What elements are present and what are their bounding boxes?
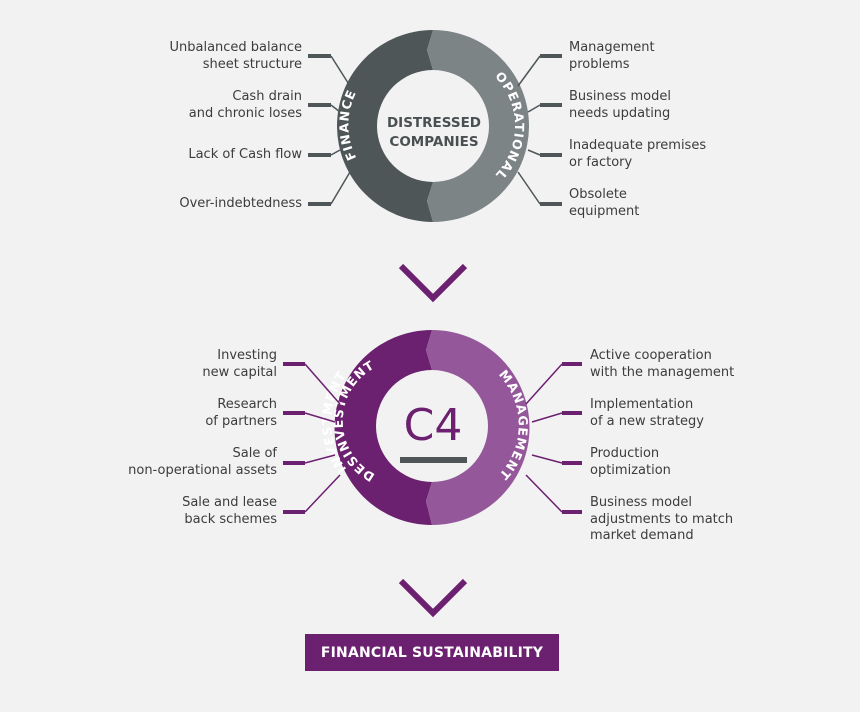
c4-logo: C4 bbox=[400, 400, 467, 463]
operational-item-2: Business model needs updating bbox=[569, 89, 671, 121]
marker bbox=[283, 362, 305, 366]
c4-logo-text: C4 bbox=[404, 400, 463, 451]
connector bbox=[304, 474, 341, 513]
connector bbox=[304, 454, 336, 464]
bottom-left-connectors bbox=[304, 363, 341, 513]
marker bbox=[308, 202, 331, 206]
marker bbox=[283, 461, 305, 465]
bottom-left-markers bbox=[283, 362, 305, 514]
c4-logo-underline bbox=[400, 457, 467, 463]
investment-segment bbox=[334, 330, 432, 525]
top-right-connectors bbox=[517, 55, 541, 205]
connector bbox=[517, 55, 541, 87]
bottom-right-markers bbox=[562, 362, 582, 514]
connector bbox=[525, 474, 563, 513]
marker bbox=[540, 202, 562, 206]
connector bbox=[304, 363, 341, 405]
management-item-2: Implementation of a new strategy bbox=[590, 397, 704, 429]
connector bbox=[531, 454, 563, 464]
connector bbox=[517, 171, 541, 205]
top-left-markers bbox=[308, 54, 331, 206]
marker bbox=[308, 103, 331, 107]
connector bbox=[330, 55, 351, 87]
marker bbox=[562, 411, 582, 415]
investment-item-4: Sale and lease back schemes bbox=[182, 495, 277, 527]
top-cycle: FINANCE OPERATIONAL DISTRESSED COMPANIES bbox=[308, 30, 562, 222]
marker bbox=[562, 461, 582, 465]
investment-item-1: Investing new capital bbox=[202, 348, 277, 380]
chevron-down-icon bbox=[398, 578, 468, 618]
connector bbox=[330, 149, 341, 156]
marker bbox=[308, 153, 331, 157]
finance-item-4: Over-indebtedness bbox=[179, 196, 302, 211]
distressed-title-line2: COMPANIES bbox=[389, 134, 478, 150]
connector bbox=[304, 412, 336, 423]
finance-item-2: Cash drain and chronic loses bbox=[188, 89, 302, 121]
operational-item-1: Management problems bbox=[569, 40, 655, 72]
marker bbox=[283, 411, 305, 415]
top-right-markers bbox=[540, 54, 562, 206]
connector bbox=[527, 104, 541, 113]
finance-item-3: Lack of Cash flow bbox=[188, 147, 302, 162]
operational-item-4: Obsolete equipment bbox=[569, 187, 640, 219]
marker bbox=[540, 54, 562, 58]
distressed-title-line1: DISTRESSED bbox=[387, 115, 481, 131]
top-left-connectors bbox=[330, 55, 351, 205]
investment-item-3: Sale of non-operational assets bbox=[128, 446, 277, 478]
investment-item-2: Research of partners bbox=[205, 397, 277, 429]
connector bbox=[527, 149, 541, 156]
marker bbox=[308, 54, 331, 58]
connector bbox=[330, 104, 341, 113]
bottom-cycle: INVESTMENT DESINVESTMENT MANAGEMENT C4 bbox=[283, 330, 582, 525]
marker bbox=[562, 510, 582, 514]
chevron-down-icon bbox=[398, 263, 468, 303]
connector bbox=[330, 171, 351, 205]
finance-segment bbox=[337, 30, 433, 222]
marker bbox=[562, 362, 582, 366]
operational-item-3: Inadequate premises or factory bbox=[569, 138, 707, 170]
financial-sustainability-banner: FINANCIAL SUSTAINABILITY bbox=[305, 634, 559, 671]
management-item-3: Production optimization bbox=[590, 446, 671, 478]
bottom-right-connectors bbox=[525, 363, 563, 513]
finance-item-1: Unbalanced balance sheet structure bbox=[169, 40, 302, 72]
connector bbox=[525, 363, 563, 405]
management-segment bbox=[426, 330, 530, 525]
financial-sustainability-label: FINANCIAL SUSTAINABILITY bbox=[320, 644, 544, 661]
operational-segment bbox=[427, 30, 529, 222]
management-item-1: Active cooperation with the management bbox=[590, 348, 735, 380]
management-item-4: Business model adjustments to match mark… bbox=[590, 495, 734, 543]
marker bbox=[283, 510, 305, 514]
finance-label: FINANCE bbox=[336, 87, 359, 163]
connector bbox=[531, 412, 563, 423]
marker bbox=[540, 153, 562, 157]
marker bbox=[540, 103, 562, 107]
